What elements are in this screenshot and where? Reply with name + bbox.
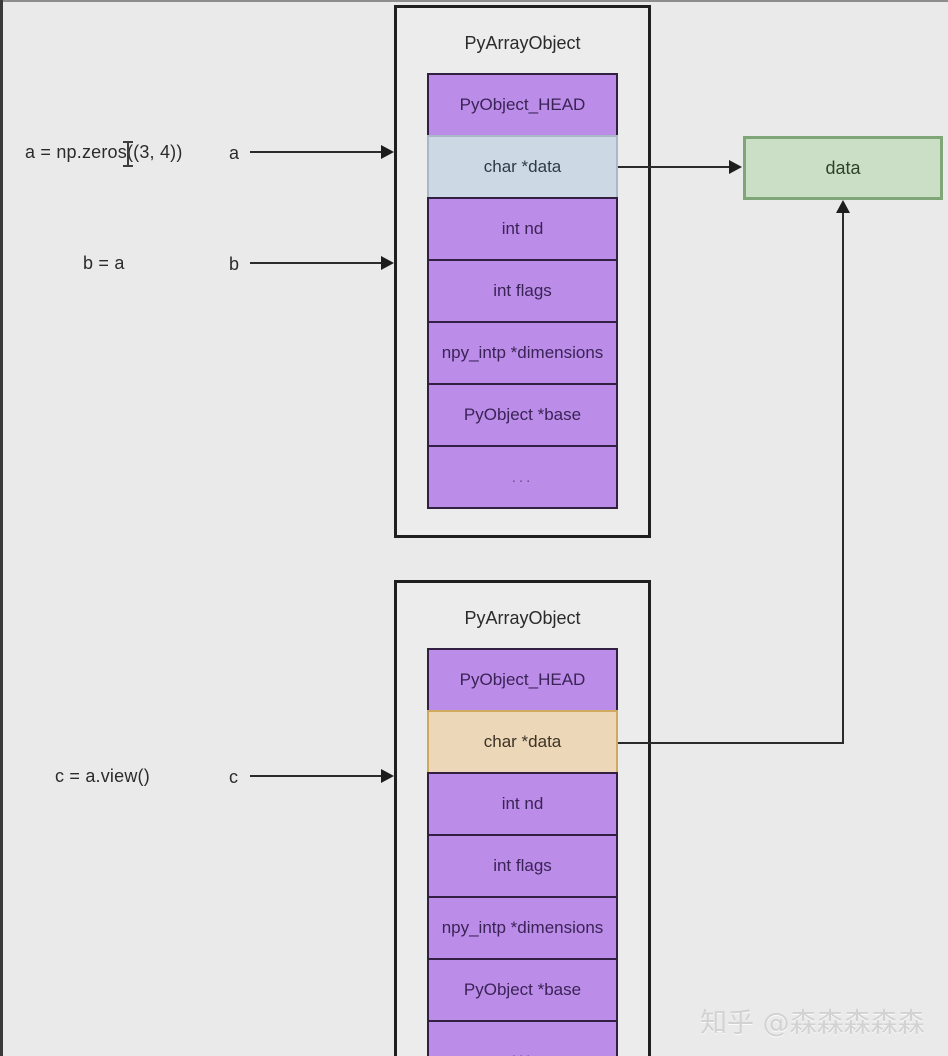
pointer-line-a (250, 151, 382, 153)
field-int-nd: int nd (427, 772, 618, 836)
data-buffer-box: data (743, 136, 943, 200)
struct-title-bottom: PyArrayObject (464, 608, 581, 628)
struct-title-top: PyArrayObject (464, 33, 581, 53)
variable-label-a: a (229, 143, 240, 163)
connector-top-data-to-buffer (618, 166, 730, 168)
field-char-data: char *data (427, 710, 618, 774)
field-more-ellipsis: ... (427, 445, 618, 509)
zhihu-watermark: 知乎 @森森森森森 (700, 1008, 925, 1039)
field-char-data: char *data (427, 135, 618, 199)
field-int-nd: int nd (427, 197, 618, 261)
field-pyobject-head: PyObject_HEAD (427, 648, 618, 712)
arrow-head-top-data-icon (729, 160, 742, 174)
field-pyobject-base: PyObject *base (427, 383, 618, 447)
struct-pyarrayobject-bottom: PyArrayObject PyObject_HEAD char *data i… (394, 580, 651, 1056)
text-caret-icon (123, 141, 133, 167)
arrow-head-bottom-data-icon (836, 200, 850, 213)
field-stack-bottom: PyObject_HEAD char *data int nd int flag… (427, 648, 618, 1056)
field-npy-intp-dimensions: npy_intp *dimensions (427, 896, 618, 960)
arrow-head-a-icon (381, 145, 394, 159)
field-stack-top: PyObject_HEAD char *data int nd int flag… (427, 73, 618, 509)
variable-label-b: b (229, 254, 240, 274)
code-statement-b: b = a (83, 253, 125, 273)
connector-bottom-data-horizontal (618, 742, 844, 744)
field-int-flags: int flags (427, 834, 618, 898)
code-statement-a: a = np.zeros((3, 4)) (25, 142, 183, 162)
pointer-line-b (250, 262, 382, 264)
field-pyobject-base: PyObject *base (427, 958, 618, 1022)
variable-label-c: c (229, 767, 238, 787)
field-more-ellipsis: ... (427, 1020, 618, 1056)
code-statement-c: c = a.view() (55, 766, 150, 786)
field-pyobject-head: PyObject_HEAD (427, 73, 618, 137)
connector-bottom-data-vertical (842, 213, 844, 744)
field-npy-intp-dimensions: npy_intp *dimensions (427, 321, 618, 385)
field-int-flags: int flags (427, 259, 618, 323)
arrow-head-c-icon (381, 769, 394, 783)
arrow-head-b-icon (381, 256, 394, 270)
pointer-line-c (250, 775, 382, 777)
struct-pyarrayobject-top: PyArrayObject PyObject_HEAD char *data i… (394, 5, 651, 538)
